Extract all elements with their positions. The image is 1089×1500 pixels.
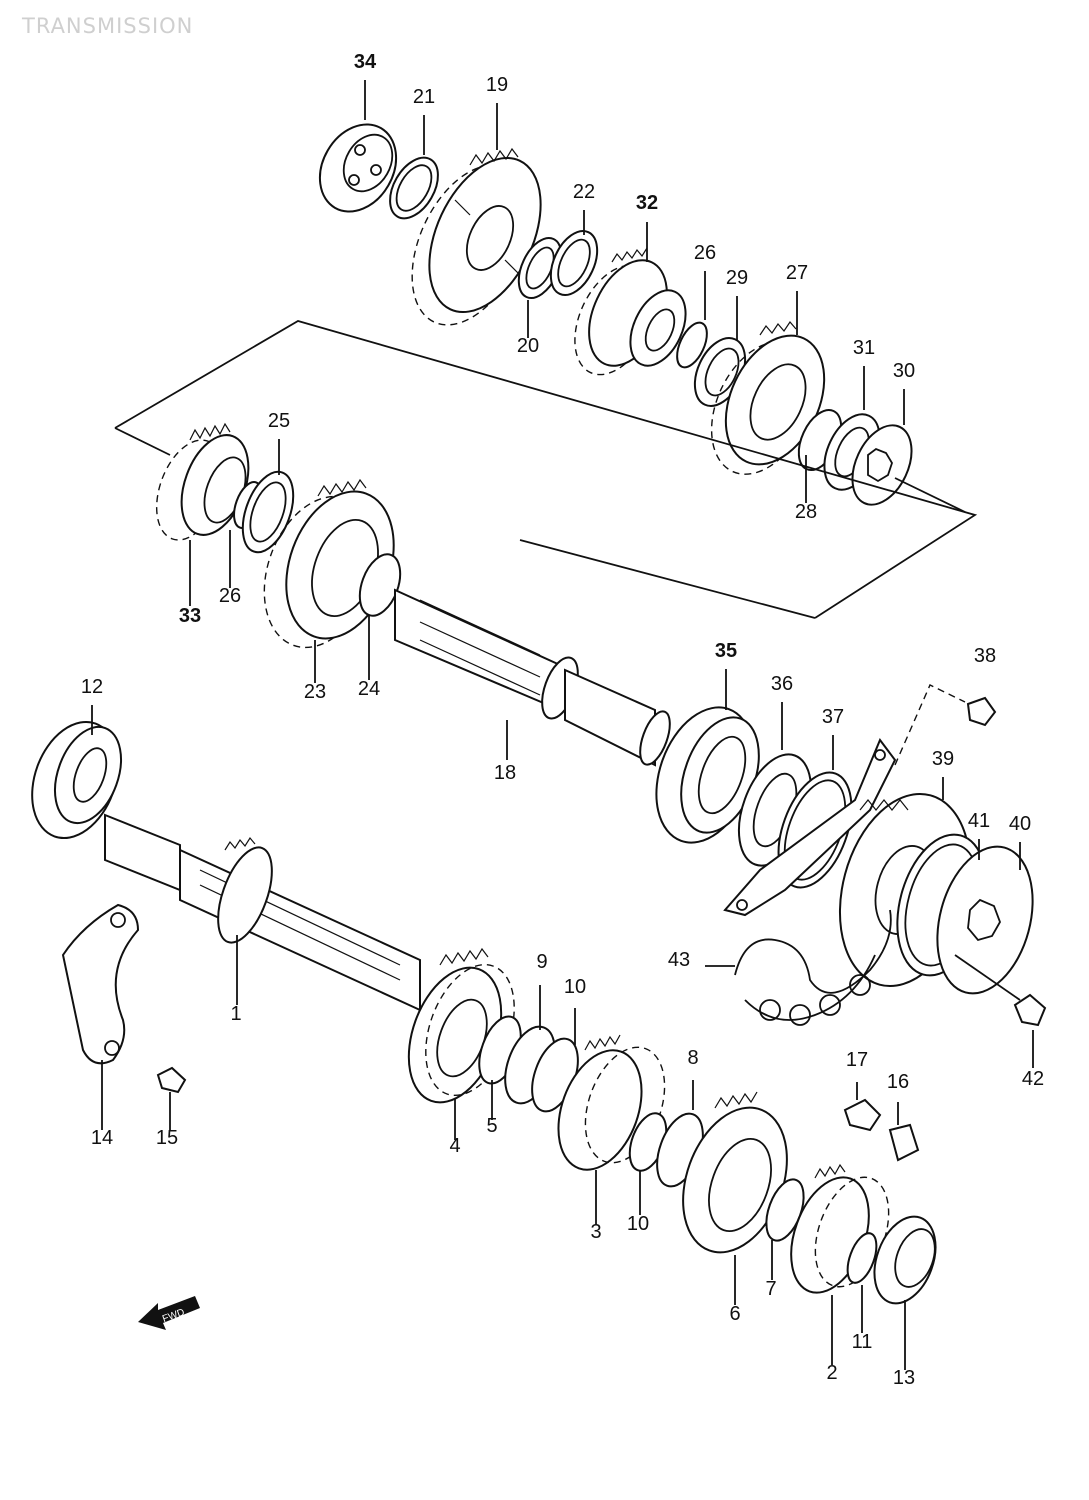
callout-31: 31 (853, 337, 875, 359)
callout-15: 15 (156, 1127, 178, 1149)
callout-5: 5 (486, 1115, 497, 1137)
callout-28: 28 (795, 501, 817, 523)
part-14-plate[interactable] (61, 903, 140, 1065)
part-40-lockwasher[interactable] (922, 836, 1048, 1004)
part-34-bearing[interactable] (305, 111, 412, 226)
callout-8: 8 (687, 1047, 698, 1069)
part-43-chain[interactable] (734, 909, 892, 1026)
callout-22: 22 (573, 181, 595, 203)
part-17-screw[interactable] (843, 1098, 882, 1132)
callout-36: 36 (771, 673, 793, 695)
part-plate-holder[interactable] (723, 738, 897, 917)
fwd-arrow-icon: FWD (138, 1296, 200, 1330)
callout-43: 43 (668, 949, 690, 971)
callout-13: 13 (893, 1367, 915, 1389)
callout-30: 30 (893, 360, 915, 382)
callout-11: 11 (852, 1331, 873, 1353)
callout-38: 38 (974, 645, 996, 667)
callout-9: 9 (536, 951, 547, 973)
page-title: TRANSMISSION (22, 14, 194, 38)
callout-18: 18 (494, 762, 516, 784)
part-27-gear[interactable] (692, 320, 844, 491)
callout-29: 29 (726, 267, 748, 289)
part-42-bolt[interactable] (1013, 993, 1047, 1027)
callout-37: 37 (822, 706, 844, 728)
callout-14: 14 (91, 1127, 113, 1149)
callout-26: 26 (694, 242, 716, 264)
callout-33: 33 (179, 605, 201, 627)
callout-16: 16 (887, 1071, 909, 1093)
callout-24: 24 (358, 678, 380, 700)
part-15-screw[interactable] (156, 1066, 187, 1094)
callout-4: 4 (449, 1135, 460, 1157)
part-33-gear[interactable] (144, 422, 261, 549)
part-13-bearing[interactable] (863, 1208, 946, 1312)
assembly-frame (114, 320, 978, 619)
part-26-washer-top[interactable] (671, 318, 713, 372)
callout-2: 2 (826, 1362, 837, 1384)
callout-7: 7 (765, 1278, 776, 1300)
callout-23: 23 (304, 681, 326, 703)
callout-6: 6 (729, 1303, 740, 1325)
callout-1: 1 (230, 1003, 241, 1025)
callout-39: 39 (932, 748, 954, 770)
part-25-washer[interactable] (233, 465, 303, 559)
callout-17: 17 (846, 1049, 868, 1071)
part-22-washer[interactable] (542, 224, 607, 303)
callout-42: 42 (1022, 1068, 1044, 1090)
callout-12: 12 (81, 676, 103, 698)
callout-25: 25 (268, 410, 290, 432)
callout-26: 26 (219, 585, 241, 607)
part-21-washer[interactable] (380, 149, 448, 226)
callout-34: 34 (354, 51, 377, 73)
callout-41: 41 (968, 810, 990, 832)
callout-32: 32 (636, 192, 658, 214)
part-32-gear[interactable] (559, 247, 697, 387)
callout-19: 19 (486, 74, 508, 96)
callout-20: 20 (517, 335, 539, 357)
part-16-washer[interactable] (888, 1123, 920, 1162)
part-38-bolt[interactable] (966, 696, 997, 727)
callout-3: 3 (590, 1221, 601, 1243)
callout-21: 21 (413, 86, 435, 108)
part-1-driveshaft[interactable] (104, 813, 421, 1012)
callout-35: 35 (715, 640, 737, 662)
callout-27: 27 (786, 262, 808, 284)
part-12-bearing[interactable] (17, 710, 133, 850)
callout-10: 10 (564, 976, 586, 998)
part-35-bearing[interactable] (639, 694, 774, 856)
callout-10: 10 (627, 1213, 649, 1235)
part-18-countershaft[interactable] (394, 588, 676, 768)
callout-40: 40 (1009, 813, 1031, 835)
part-11-circlip[interactable] (842, 1229, 882, 1286)
